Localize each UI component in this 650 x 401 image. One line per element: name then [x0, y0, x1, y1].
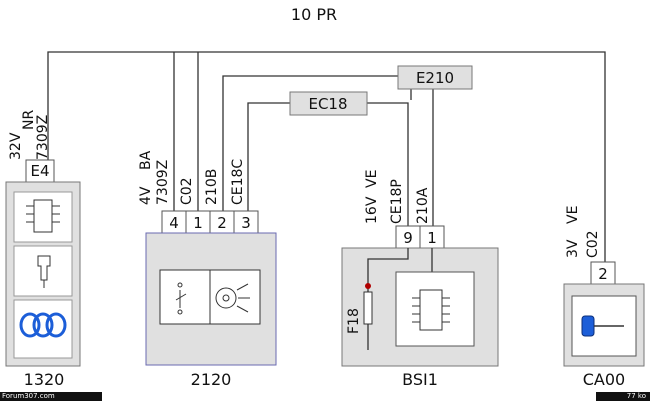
wire-2120-1-code: C02 [179, 177, 195, 205]
pin-2120-2: 2 [217, 214, 227, 232]
footer-forum-label: Forum307.com [0, 392, 102, 401]
injector-icon [37, 255, 51, 288]
wire-ce18c [247, 102, 290, 211]
wire-2120-4-code: 7309Z [155, 160, 171, 205]
footer-size-label: 77 ko [596, 392, 650, 401]
pin-2120-4: 4 [169, 214, 179, 232]
wire-ca00-code: C02 [585, 230, 601, 258]
splice-ec18-label: EC18 [308, 95, 347, 113]
component-bsi1-name: BSI1 [402, 370, 438, 389]
wire-ca00-color: VE [565, 206, 581, 224]
fuse-label: F18 [346, 308, 362, 334]
wire-1320-color: NR [21, 110, 37, 130]
component-2120: 4V BA 7309Z C02 210B CE18C 4 1 2 3 [138, 150, 277, 389]
wire-2120-3-code: CE18C [230, 159, 246, 205]
splice-e210-label: E210 [416, 69, 454, 87]
wire-bsi-9-section: 16V [364, 196, 380, 224]
wire-ca00-section: 3V [565, 239, 581, 258]
component-ca00-name: CA00 [583, 370, 625, 389]
component-bsi1: 16V VE CE18P 210A 9 1 F18 BSI [341, 170, 499, 389]
component-ca00: 3V VE C02 2 CA00 [563, 206, 645, 389]
splice-ec18: EC18 [289, 91, 368, 116]
wire-bsi-1-code: 210A [415, 187, 431, 224]
wire-2120-4-section: 4V [138, 186, 154, 205]
pin-2120-1: 1 [193, 214, 203, 232]
wire-210b [222, 75, 398, 211]
wire-1320-section: 32V [8, 132, 24, 160]
wire-2120-4-color: BA [138, 150, 154, 170]
coil-icon [19, 312, 67, 338]
component-1320: 32V NR 7309Z E4 1320 [5, 110, 81, 389]
wire-1320-code: 7309Z [35, 115, 51, 160]
bsi-chip-icon [412, 289, 450, 331]
pin-bsi-9: 9 [403, 229, 413, 247]
component-1320-name: 1320 [24, 370, 65, 389]
pin-2120-3: 3 [241, 214, 251, 232]
wire-ce18p [367, 102, 409, 226]
wire-c02-bus [47, 51, 606, 262]
component-2120-name: 2120 [191, 370, 232, 389]
ignition-key-icon [581, 315, 624, 337]
pin-bsi-1: 1 [427, 229, 437, 247]
pin-ca00-2: 2 [598, 265, 608, 283]
warning-light-icon [215, 283, 250, 313]
wire-2120-2-code: 210B [204, 169, 220, 205]
ecu-chip-icon [26, 199, 60, 233]
switch-icon [175, 282, 187, 315]
fuse-icon [363, 248, 409, 350]
diagram-title: 10 PR [291, 5, 337, 24]
wire-bsi-9-color: VE [364, 170, 380, 188]
splice-e210: E210 [397, 65, 473, 90]
connector-e4: E4 [30, 162, 49, 180]
wire-bsi-9-code: CE18P [389, 179, 405, 224]
